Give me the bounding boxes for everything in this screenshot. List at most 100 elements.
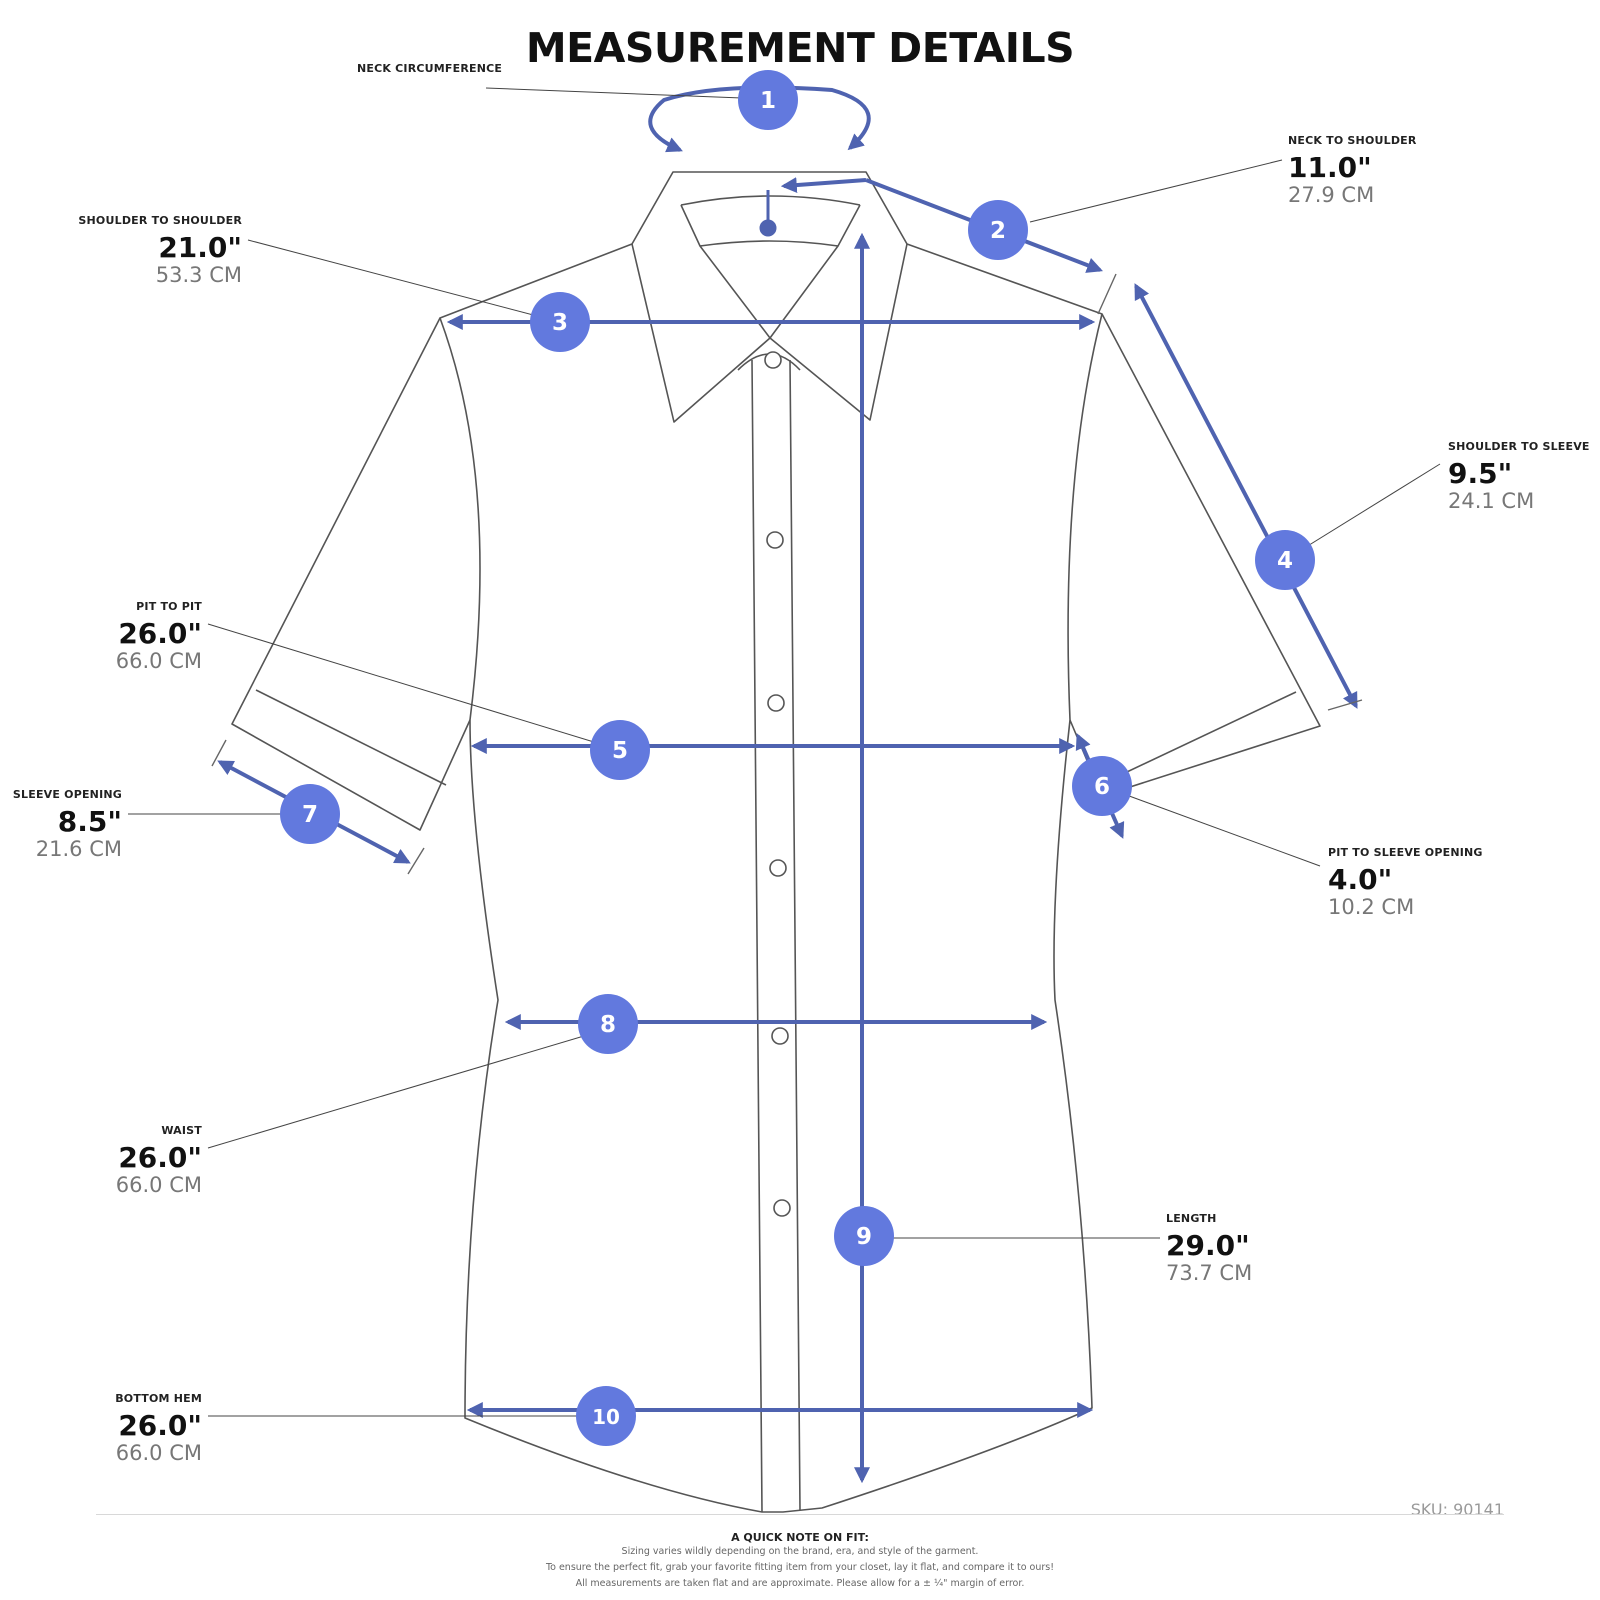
tick: [1097, 273, 1117, 315]
measurement-inches: 4.0": [1328, 863, 1393, 896]
collar-left-point: [631, 204, 771, 423]
badge-7: 7: [280, 784, 340, 844]
badge-circle: [578, 994, 638, 1054]
badge-3: 3: [530, 292, 590, 352]
leader-pit-to-pit: [207, 623, 621, 751]
badge-circle: [1255, 530, 1315, 590]
badge-number: 6: [1094, 774, 1110, 800]
measurement-cm: 24.1 CM: [1448, 489, 1535, 513]
button: [766, 531, 784, 549]
sku-label: SKU: 90141: [1410, 1500, 1504, 1519]
measurement-cm: 53.3 CM: [155, 263, 242, 287]
measurement-name: NECK CIRCUMFERENCE: [357, 62, 503, 75]
placket: [751, 359, 801, 1513]
measurement-inches: 26.0": [118, 1409, 202, 1442]
badge-2: 2: [968, 200, 1028, 260]
badge-number: 7: [302, 802, 318, 828]
tick: [407, 847, 425, 875]
fit-note-line: Sizing varies wildly depending on the br…: [621, 1546, 979, 1557]
measurement-label-neck-to-shoulder: NECK TO SHOULDER 11.0" 27.9 CM: [1288, 134, 1417, 207]
badge-number: 8: [600, 1012, 616, 1038]
leader-lines: [128, 87, 1441, 1417]
measurement-cm: 66.0 CM: [115, 1441, 202, 1465]
badge-6: 6: [1072, 756, 1132, 816]
measurement-inches: 11.0": [1288, 151, 1372, 184]
fit-note-line: To ensure the perfect fit, grab your fav…: [545, 1562, 1055, 1573]
measurement-cm: 66.0 CM: [115, 1173, 202, 1197]
measurement-label-pit-to-pit: PIT TO PIT 26.0" 66.0 CM: [116, 600, 202, 673]
arrow-neck-circumference: [648, 85, 871, 153]
collar-band: [680, 195, 861, 247]
measurement-label-bottom-hem: BOTTOM HEM 26.0" 66.0 CM: [115, 1392, 202, 1465]
measurement-name: NECK TO SHOULDER: [1288, 134, 1417, 147]
badge-circle: [530, 292, 590, 352]
measurement-inches: 26.0": [118, 617, 202, 650]
arrow-neck-to-shoulder-a: [780, 177, 867, 194]
left-sleeve-outline: [231, 317, 471, 831]
measurement-name: SLEEVE OPENING: [12, 788, 122, 801]
measurement-name: BOTTOM HEM: [115, 1392, 202, 1405]
measurement-name: PIT TO PIT: [136, 600, 202, 613]
measurement-inches: 8.5": [57, 805, 122, 838]
badge-number: 3: [552, 310, 568, 336]
measurement-label-waist: WAIST 26.0" 66.0 CM: [116, 1124, 202, 1197]
measurement-inches: 29.0": [1166, 1229, 1250, 1262]
badge-number: 4: [1277, 548, 1293, 574]
badge-4: 4: [1255, 530, 1315, 590]
shirt-outline: [231, 171, 1321, 1513]
end-ticks: [211, 273, 1363, 875]
measurement-label-neck-circumference: NECK CIRCUMFERENCE: [357, 62, 502, 75]
measurement-label-shoulder-to-sleeve: SHOULDER TO SLEEVE 9.5" 24.1 CM: [1448, 440, 1590, 513]
badge-number: 2: [990, 218, 1006, 244]
measurement-label-sleeve-opening: SLEEVE OPENING 8.5" 21.6 CM: [13, 788, 122, 861]
measurement-label-length: LENGTH 29.0" 73.7 CM: [1166, 1212, 1252, 1285]
measurement-name: WAIST: [161, 1124, 202, 1137]
measurement-cm: 27.9 CM: [1288, 183, 1375, 207]
measurement-cm: 73.7 CM: [1166, 1261, 1253, 1285]
badge-circle: [280, 784, 340, 844]
badge-circle: [738, 70, 798, 130]
leader-shoulder-to-shoulder: [247, 239, 561, 323]
leader-shoulder-to-sleeve: [1284, 463, 1441, 561]
measurement-inches: 21.0": [158, 231, 242, 264]
badge-9: 9: [834, 1206, 894, 1266]
badge-5: 5: [590, 720, 650, 780]
fit-note: A QUICK NOTE ON FIT: Sizing varies wildl…: [0, 1531, 1600, 1592]
neck-marker: [759, 190, 777, 237]
measurement-label-shoulder-to-shoulder: SHOULDER TO SHOULDER 21.0" 53.3 CM: [78, 214, 242, 287]
badge-number: 5: [612, 738, 628, 764]
left-cuff-line: [255, 689, 447, 786]
measurement-cm: 10.2 CM: [1328, 895, 1415, 919]
measurement-inches: 26.0": [118, 1141, 202, 1174]
measurement-label-pit-to-sleeve-opening: PIT TO SLEEVE OPENING 4.0" 10.2 CM: [1328, 846, 1483, 919]
button: [767, 694, 785, 712]
measurement-name: PIT TO SLEEVE OPENING: [1328, 846, 1483, 859]
button: [771, 1027, 789, 1045]
footer-divider: [96, 1514, 1504, 1515]
measurement-cm: 21.6 CM: [35, 837, 122, 861]
page-title: MEASUREMENT DETAILS: [525, 24, 1075, 72]
badge-number: 1: [760, 88, 776, 114]
fit-note-line: All measurements are taken flat and are …: [575, 1578, 1025, 1589]
badge-circle: [834, 1206, 894, 1266]
measurement-cm: 66.0 CM: [115, 649, 202, 673]
badge-8: 8: [578, 994, 638, 1054]
measurement-inches: 9.5": [1448, 457, 1513, 490]
badge-number: 9: [856, 1224, 872, 1250]
leader-neck-to-shoulder: [1029, 159, 1283, 223]
badge-circle: [576, 1386, 636, 1446]
measurement-name: LENGTH: [1166, 1212, 1217, 1225]
button: [773, 1199, 791, 1217]
measurement-name: SHOULDER TO SLEEVE: [1448, 440, 1590, 453]
shirt-body-outline: [439, 171, 1103, 1513]
badge-circle: [968, 200, 1028, 260]
badge-10: 10: [576, 1386, 636, 1446]
badge-circle: [590, 720, 650, 780]
badge-1: 1: [738, 70, 798, 130]
button: [764, 351, 782, 369]
tick: [211, 739, 227, 767]
measurement-name: SHOULDER TO SHOULDER: [78, 214, 242, 227]
collar-right-point: [769, 204, 908, 421]
badge-circle: [1072, 756, 1132, 816]
